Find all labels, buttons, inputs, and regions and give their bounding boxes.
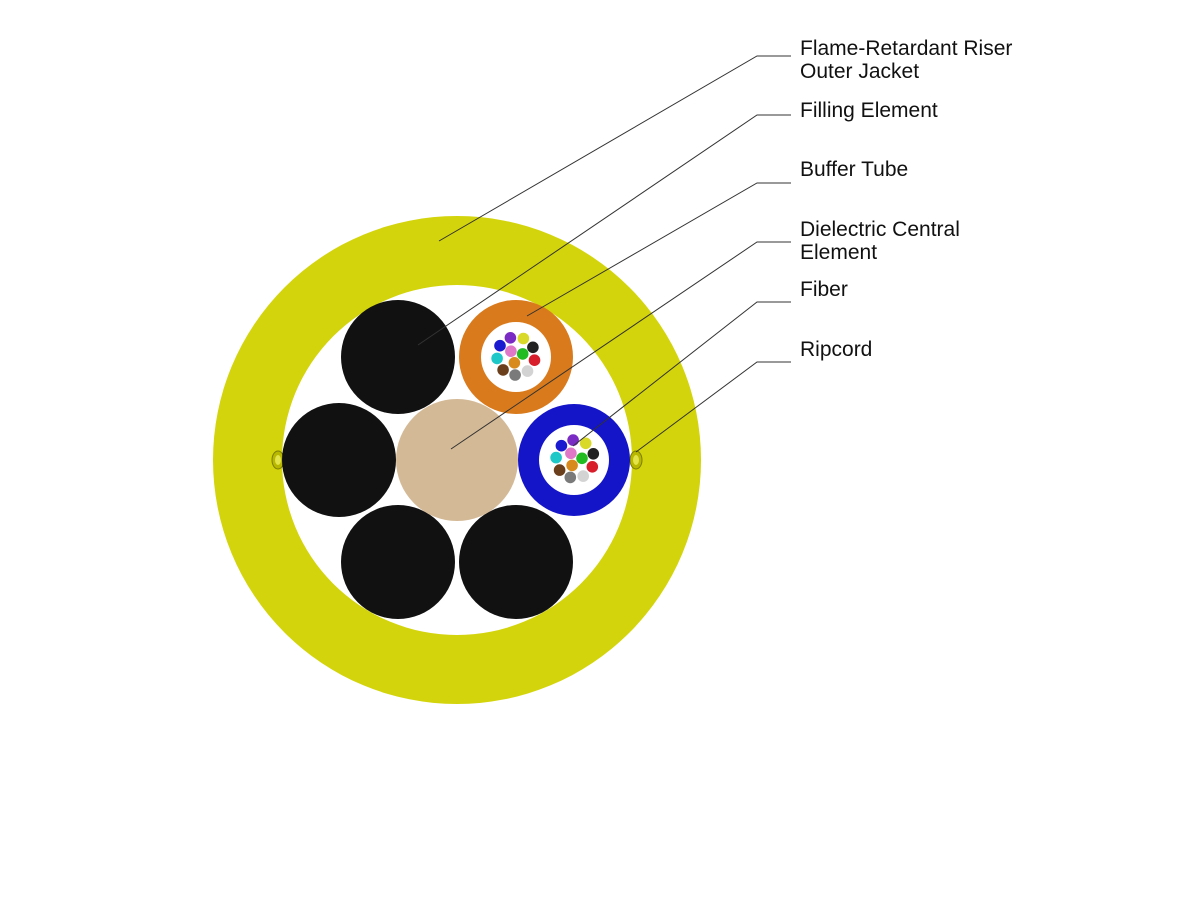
fiber-bundle xyxy=(550,434,600,484)
optical-fiber xyxy=(566,459,578,472)
fiber-bundle xyxy=(491,332,541,381)
label-filling-element: Filling Element xyxy=(800,99,938,122)
optical-fiber xyxy=(504,332,517,344)
optical-fiber xyxy=(587,448,600,460)
ripcord-right xyxy=(629,450,643,470)
optical-fiber xyxy=(491,352,503,365)
optical-fiber xyxy=(517,332,530,345)
label-outer-jacket: Flame-Retardant Riser Outer Jacket xyxy=(800,37,1018,83)
label-ripcord: Ripcord xyxy=(800,338,872,361)
optical-fiber xyxy=(565,447,577,460)
optical-fiber xyxy=(567,434,579,446)
leader-line-fiber xyxy=(572,301,791,447)
label-line: Element xyxy=(800,241,877,264)
optical-fiber xyxy=(555,439,568,452)
optical-fiber xyxy=(586,461,599,473)
dielectric-central-element xyxy=(396,399,518,521)
optical-fiber xyxy=(527,341,539,354)
optical-fiber xyxy=(553,464,566,476)
filling-element xyxy=(459,505,573,619)
optical-fiber xyxy=(577,470,589,482)
optical-fiber xyxy=(576,452,588,465)
leader-line-buffer-tube xyxy=(526,182,791,317)
filling-element xyxy=(282,403,396,517)
optical-fiber xyxy=(497,364,509,376)
label-line: Fiber xyxy=(800,278,848,301)
label-line: Filling Element xyxy=(800,99,938,122)
label-central-element: Dielectric Central Element xyxy=(800,218,966,264)
filling-element xyxy=(341,505,455,619)
leader-lines xyxy=(417,55,791,453)
label-fiber: Fiber xyxy=(800,278,848,301)
leader-line-central-element xyxy=(450,241,791,450)
callout-labels: Flame-Retardant Riser Outer Jacket Filli… xyxy=(800,37,1018,361)
optical-fiber xyxy=(528,354,541,367)
optical-fiber xyxy=(494,339,506,352)
buffer-tube-interior xyxy=(481,322,551,392)
optical-fiber xyxy=(516,348,529,360)
optical-fiber xyxy=(509,369,521,381)
leader-line-ripcord xyxy=(635,361,791,453)
label-line: Outer Jacket xyxy=(800,60,919,83)
leader-line-outer-jacket xyxy=(438,55,791,242)
label-line: Ripcord xyxy=(800,338,872,361)
label-line: Buffer Tube xyxy=(800,158,908,181)
optical-fiber xyxy=(550,451,562,464)
label-line: Dielectric Central xyxy=(800,218,960,241)
optical-fiber xyxy=(505,345,517,358)
optical-fiber xyxy=(564,471,577,484)
label-line: Flame-Retardant Riser xyxy=(800,37,1012,60)
leader-line-filling-element xyxy=(417,114,791,346)
optical-fiber xyxy=(579,437,592,450)
optical-fiber xyxy=(521,365,534,377)
optical-fiber xyxy=(508,357,521,369)
cable-cross-section xyxy=(213,216,701,704)
label-buffer-tube: Buffer Tube xyxy=(800,158,908,181)
filling-element xyxy=(341,300,455,414)
